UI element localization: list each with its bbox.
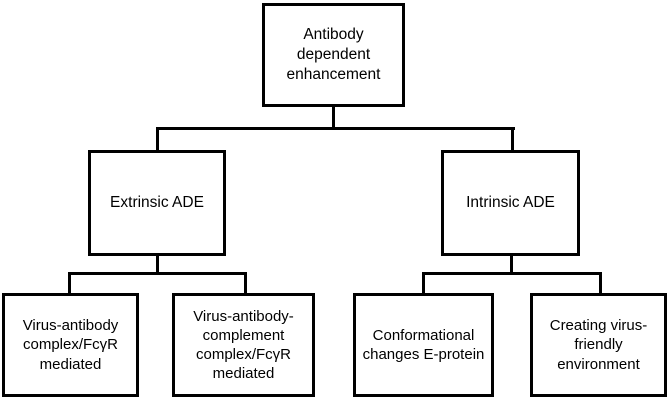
connector-level1-bus <box>156 127 515 130</box>
node-intrinsic-ade[interactable]: Intrinsic ADE <box>441 150 580 256</box>
node-label: Creating virus-friendly environment <box>549 317 648 373</box>
connector-drop-extrinsic <box>156 127 159 151</box>
connector-extrinsic-stem <box>156 256 159 275</box>
node-label: Conformational changes E-protein <box>362 326 485 363</box>
connector-root-stem <box>332 107 335 128</box>
node-label: Extrinsic ADE <box>110 194 204 212</box>
connector-drop-leaf-1 <box>244 272 247 295</box>
node-virus-antibody-complement-complex-fcgr-mediated[interactable]: Virus-antibody-complement complex/FcγR m… <box>172 293 315 397</box>
connector-drop-leaf-2 <box>422 272 425 295</box>
node-label: Virus-antibody complex/FcγR mediated <box>22 317 119 373</box>
connector-intrinsic-stem <box>510 256 513 275</box>
connector-extrinsic-bus <box>68 272 247 275</box>
node-virus-antibody-complex-fcgr-mediated[interactable]: Virus-antibody complex/FcγR mediated <box>2 293 139 397</box>
node-creating-virus-friendly-environment[interactable]: Creating virus-friendly environment <box>530 293 667 397</box>
connector-drop-leaf-3 <box>599 272 602 295</box>
node-label: Antibody dependent enhancement <box>286 26 381 83</box>
connector-drop-intrinsic <box>511 127 514 151</box>
node-antibody-dependent-enhancement[interactable]: Antibody dependent enhancement <box>262 3 405 107</box>
node-conformational-changes-e-protein[interactable]: Conformational changes E-protein <box>353 293 494 397</box>
node-label: Intrinsic ADE <box>466 194 555 212</box>
connector-drop-leaf-0 <box>68 272 71 295</box>
node-extrinsic-ade[interactable]: Extrinsic ADE <box>88 150 226 256</box>
connector-intrinsic-bus <box>422 272 602 275</box>
node-label: Virus-antibody-complement complex/FcγR m… <box>193 307 294 383</box>
